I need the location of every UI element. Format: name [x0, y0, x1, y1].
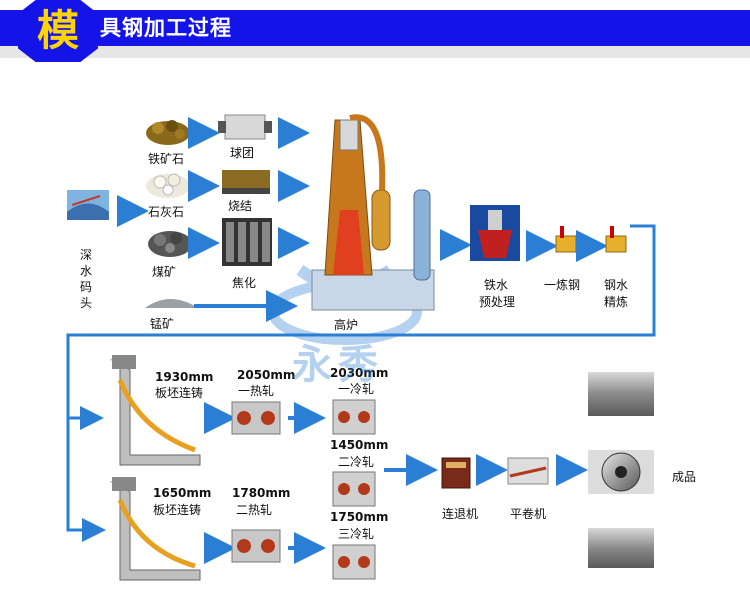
cold-mill-1-size: 2030mm: [330, 366, 389, 380]
blast-furnace-image: [311, 114, 435, 311]
caster-2-size: 1650mm: [153, 486, 212, 500]
refine-label-2: 精炼: [604, 295, 629, 309]
cold-mill-2-name: 二冷轧: [338, 455, 375, 469]
converter-label: 一炼钢: [544, 278, 581, 292]
cold-mill-2-image: [332, 471, 376, 507]
cold-mill-2-size: 1450mm: [330, 438, 389, 452]
hot-mill-2-image: [231, 529, 281, 563]
limestone-label: 石灰石: [148, 205, 185, 219]
converter-ladle-image: [555, 226, 577, 253]
product-sheet-image: [588, 528, 654, 568]
pretreat-label-2: 预处理: [479, 295, 516, 309]
product-plate-image: [588, 372, 654, 416]
iron-ore-label: 铁矿石: [148, 152, 185, 166]
header-title: 具钢加工过程: [100, 16, 232, 40]
refining-ladle-image: [605, 226, 627, 253]
caster-1-image: [110, 355, 201, 466]
caster-2-image: [110, 477, 201, 581]
coal-label: 煤矿: [152, 265, 177, 279]
pretreatment-image: [470, 205, 520, 261]
iron-ore-image: [146, 120, 190, 145]
pellet-kiln-image: [218, 114, 272, 140]
sinter-label: 烧结: [228, 199, 253, 213]
annealing-label: 连退机: [442, 507, 479, 521]
leveler-label: 平卷机: [510, 507, 547, 521]
leveler-image: [507, 457, 549, 485]
watermark-text: 永秀: [292, 342, 384, 388]
furnace-label: 高炉: [334, 318, 359, 332]
cold-mill-1-name: 一冷轧: [338, 382, 375, 396]
wharf-label: 深水码头: [79, 248, 92, 310]
hot-mill-1-size: 2050mm: [237, 368, 296, 382]
header-badge: [18, 0, 98, 62]
pretreat-label-1: 铁水: [484, 278, 509, 292]
product-coil-image: [588, 450, 654, 494]
wharf-image: [67, 190, 109, 220]
coke-oven-image: [222, 218, 272, 266]
refine-label-1: 钢水: [604, 278, 629, 292]
hot-mill-1-image: [231, 401, 281, 435]
cold-mill-3-size: 1750mm: [330, 510, 389, 524]
hot-mill-1-name: 一热轧: [238, 384, 275, 398]
coal-image: [148, 231, 192, 257]
cold-mill-3-name: 三冷轧: [338, 527, 375, 541]
header-strip: [0, 46, 750, 58]
manganese-label: 锰矿: [150, 317, 175, 331]
annealing-line-image: [441, 457, 471, 489]
hot-mill-2-name: 二热轧: [236, 503, 273, 517]
header-badge-char: 模: [36, 6, 79, 55]
header-bar: [0, 10, 750, 46]
hot-mill-2-size: 1780mm: [232, 486, 291, 500]
caster-2-name: 板坯连铸: [153, 503, 202, 517]
cold-mill-1-image: [332, 399, 376, 435]
manganese-image: [145, 299, 198, 308]
sinter-machine-image: [222, 170, 270, 194]
caster-1-size: 1930mm: [155, 370, 214, 384]
coke-label: 焦化: [232, 276, 257, 290]
caster-1-name: 板坯连铸: [155, 386, 204, 400]
flow-connector: [66, 224, 656, 532]
limestone-image: [146, 173, 190, 198]
pellet-label: 球团: [230, 146, 255, 160]
cold-mill-3-image: [332, 544, 376, 580]
products-label: 成品: [672, 470, 697, 484]
